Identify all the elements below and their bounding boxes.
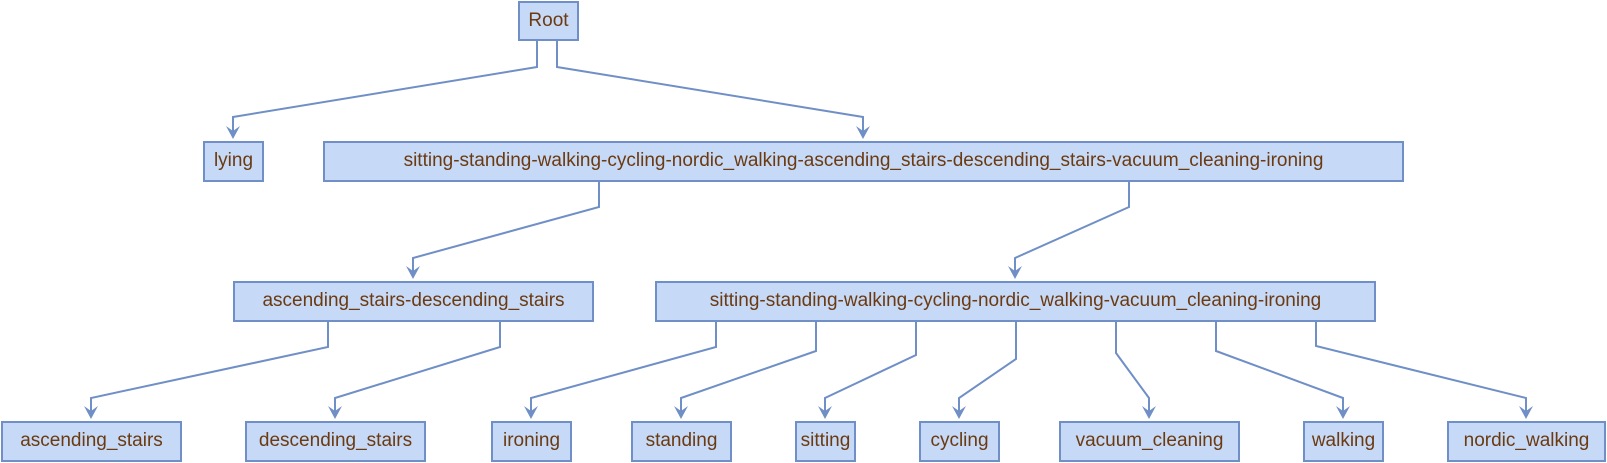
edge-general-to-standing — [680, 322, 817, 416]
arrowhead-stairs-to-descending — [328, 406, 342, 419]
node-cycling: cycling — [919, 421, 1000, 462]
edge-general-to-walking — [1215, 322, 1344, 416]
node-general-activities: sitting-standing-walking-cycling-nordic_… — [655, 281, 1376, 322]
edge-stairs-to-descending — [334, 322, 501, 416]
arrowhead-active-to-general — [1008, 266, 1022, 279]
arrowhead-root-to-active — [856, 126, 870, 139]
edge-general-to-sitting — [824, 322, 917, 416]
node-stairs: ascending_stairs-descending_stairs — [233, 281, 594, 322]
edge-active-to-stairs — [412, 182, 600, 276]
arrowhead-general-to-sitting — [818, 406, 832, 419]
node-vacuum-cleaning: vacuum_cleaning — [1059, 421, 1240, 462]
edge-general-to-cycling — [958, 322, 1017, 416]
arrowhead-general-to-ironing — [524, 406, 538, 419]
node-standing: standing — [631, 421, 732, 462]
arrowhead-general-to-vacuum — [1142, 406, 1156, 419]
node-walking: walking — [1303, 421, 1384, 462]
edge-root-to-active — [556, 41, 864, 136]
edge-general-to-nordic — [1315, 322, 1527, 416]
arrowhead-stairs-to-ascending — [84, 406, 98, 419]
edge-general-to-ironing — [530, 322, 717, 416]
edge-active-to-general — [1014, 182, 1130, 276]
arrowhead-general-to-standing — [674, 406, 688, 419]
node-root: Root — [518, 1, 579, 41]
arrowhead-root-to-lying — [226, 126, 240, 139]
arrowhead-general-to-cycling — [952, 406, 966, 419]
node-ascending-stairs: ascending_stairs — [1, 421, 182, 462]
edge-general-to-vacuum — [1115, 322, 1150, 416]
node-nordic-walking: nordic_walking — [1447, 421, 1606, 462]
node-active-activities: sitting-standing-walking-cycling-nordic_… — [323, 141, 1404, 182]
edge-root-to-lying — [232, 41, 538, 136]
edge-stairs-to-ascending — [90, 322, 329, 416]
node-ironing: ironing — [491, 421, 572, 462]
arrowhead-general-to-walking — [1336, 406, 1350, 419]
arrowhead-active-to-stairs — [406, 266, 420, 279]
node-descending-stairs: descending_stairs — [245, 421, 426, 462]
node-sitting: sitting — [795, 421, 856, 462]
arrowhead-general-to-nordic — [1519, 406, 1533, 419]
node-lying: lying — [203, 141, 264, 182]
